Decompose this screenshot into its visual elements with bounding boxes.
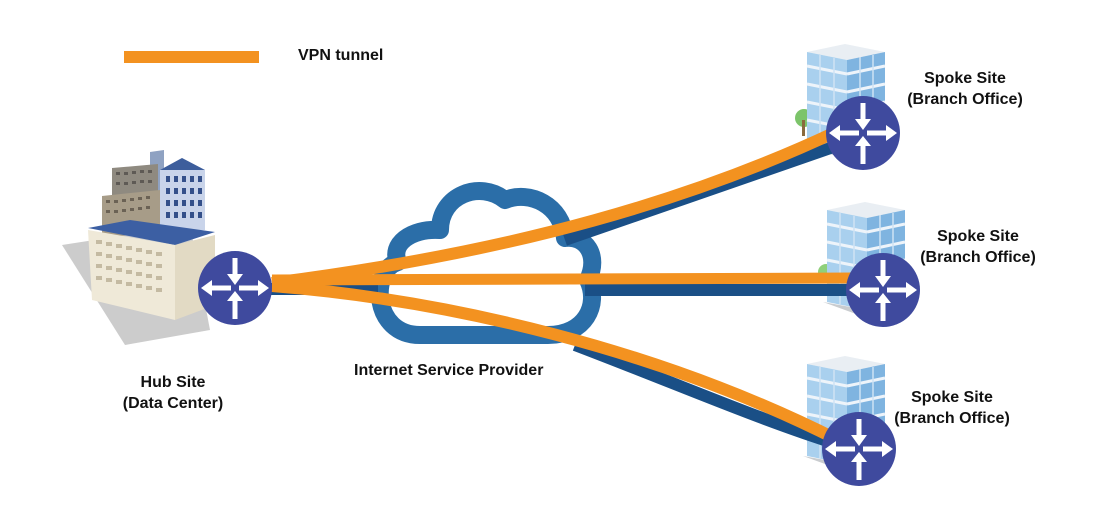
hub-site-title: Hub Site: [140, 374, 206, 391]
spoke-site-label: Spoke Site (Branch Office): [908, 226, 1048, 268]
branch-office-building-icon: [795, 42, 891, 162]
vpn-tunnel-spoke-3: [271, 280, 841, 446]
spoke-site-title: Spoke Site: [911, 389, 993, 406]
vpn-tunnels: [271, 124, 859, 446]
hub-router-icon: [198, 251, 272, 325]
vpn-tunnel-spoke-2: [271, 272, 859, 286]
spoke-site-title: Spoke Site: [937, 228, 1019, 245]
legend-vpn-swatch: [124, 51, 259, 63]
legend-label: VPN tunnel: [298, 47, 384, 64]
hub-site-subtitle: (Data Center): [122, 395, 224, 412]
data-center-building-icon: [62, 150, 215, 345]
spoke-site-label: Spoke Site (Branch Office): [895, 68, 1035, 110]
spoke-site-label: Spoke Site (Branch Office): [882, 387, 1022, 429]
spoke-site-subtitle: (Branch Office): [920, 249, 1036, 266]
vpn-tunnel-spoke-1: [271, 124, 843, 289]
spoke-1-router-icon: [826, 96, 900, 170]
spoke-site-subtitle: (Branch Office): [894, 410, 1010, 427]
isp-label: Internet Service Provider: [354, 362, 544, 379]
spoke-site-title: Spoke Site: [924, 70, 1006, 87]
physical-link-spoke-3: [572, 339, 842, 451]
spoke-site-subtitle: (Branch Office): [907, 91, 1023, 108]
hub-site-label: Hub Site (Data Center): [103, 372, 243, 414]
